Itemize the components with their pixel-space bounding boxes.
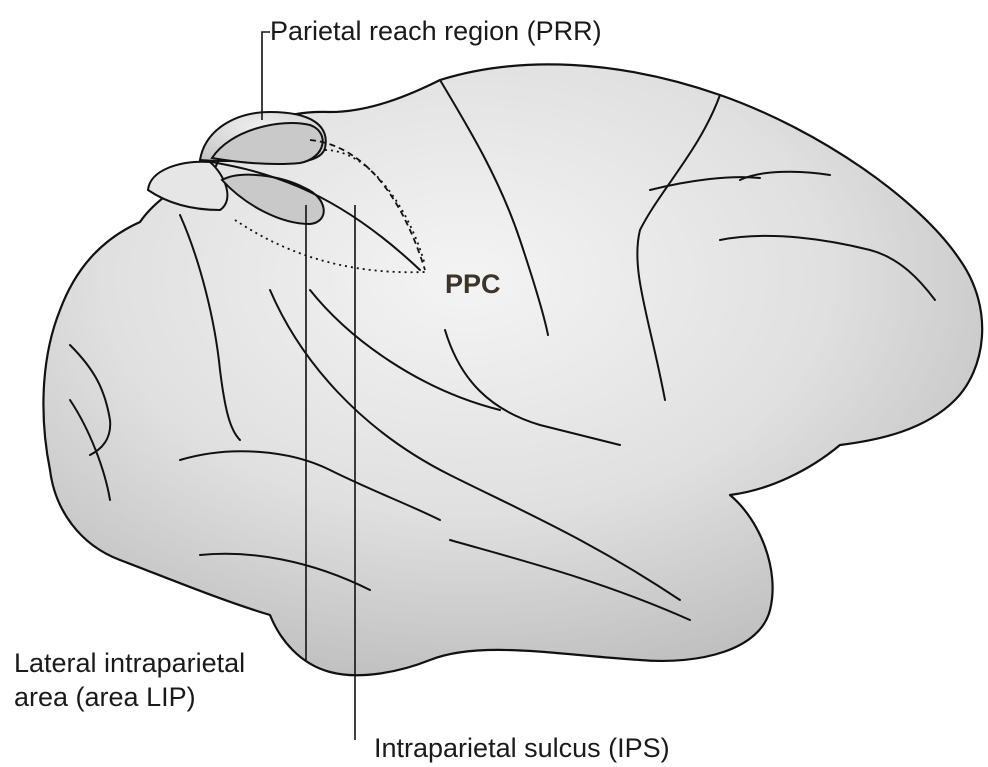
- label-ppc: PPC: [445, 269, 501, 299]
- prr-leader-line: [262, 32, 270, 120]
- label-prr: Parietal reach region (PRR): [270, 16, 602, 46]
- brain-outline: [43, 64, 982, 675]
- label-ips: Intraparietal sulcus (IPS): [374, 733, 670, 763]
- label-lip-line2: area (area LIP): [14, 682, 196, 712]
- label-lip-line1: Lateral intraparietal: [14, 648, 245, 678]
